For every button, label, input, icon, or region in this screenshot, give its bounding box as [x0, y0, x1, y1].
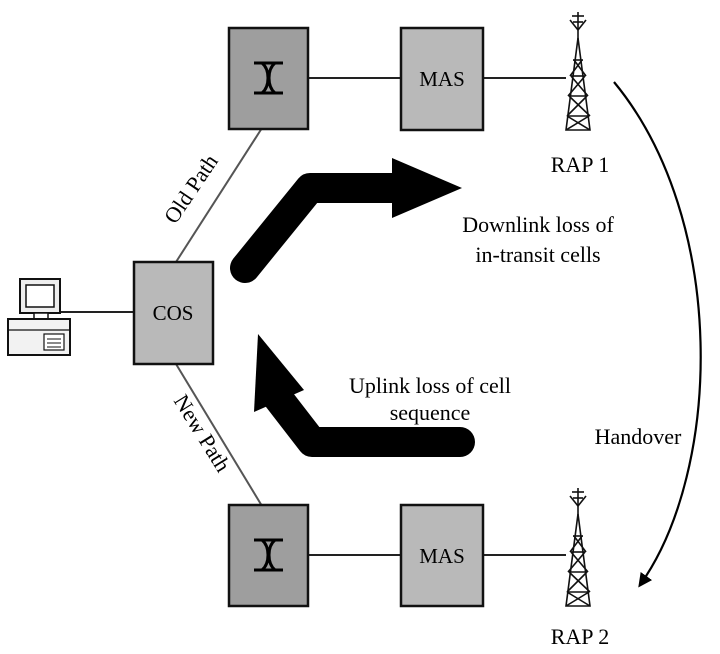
downlink-loss-text-line1: Downlink loss of [462, 212, 614, 237]
atm-switch-icon [254, 61, 283, 95]
old-path-label: Old Path [159, 150, 223, 228]
downlink-loss-arrow [230, 158, 462, 283]
atm-switch-icon [254, 538, 283, 572]
mas-top-label: MAS [419, 67, 465, 91]
atm-switch-bottom [227, 503, 310, 608]
uplink-loss-text-line1: Uplink loss of cell [349, 373, 511, 398]
mas-bottom-label: MAS [419, 544, 465, 568]
downlink-loss-text-line2: in-transit cells [475, 242, 600, 267]
computer-terminal-icon [7, 278, 71, 356]
mas-node-top: MAS [399, 26, 485, 132]
uplink-loss-text-line2: sequence [390, 400, 471, 425]
old-path-line [175, 127, 263, 263]
antenna-tower-icon [565, 12, 591, 131]
rap2-label: RAP 2 [551, 624, 609, 649]
handover-label: Handover [595, 424, 682, 449]
atm-switch-top [227, 26, 310, 131]
mas-node-bottom: MAS [399, 503, 485, 608]
new-path-line [175, 363, 263, 507]
antenna-tower-icon [565, 488, 591, 607]
uplink-loss-arrow [254, 334, 475, 457]
cos-label: COS [153, 301, 194, 325]
rap1-label: RAP 1 [551, 152, 609, 177]
handover-arrow [613, 81, 702, 588]
cos-node: COS [132, 260, 215, 366]
new-path-label: New Path [169, 390, 236, 476]
